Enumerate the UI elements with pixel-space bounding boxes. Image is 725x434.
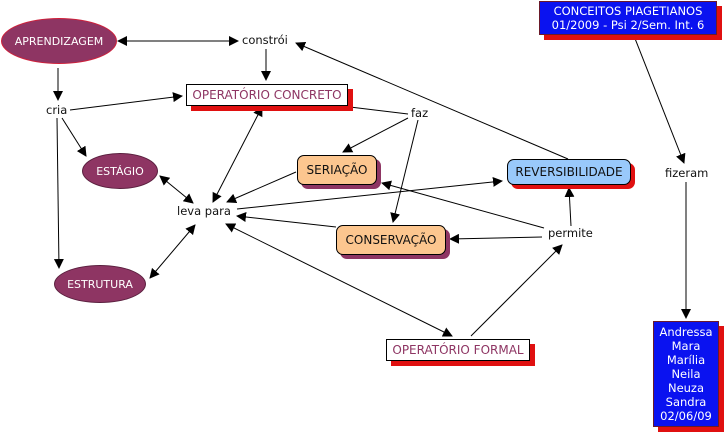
- author-name: Mara: [671, 339, 701, 353]
- edge-permite-conservacao: [449, 233, 543, 244]
- concept-operatorio-formal[interactable]: OPERATÓRIO FORMAL: [386, 339, 530, 361]
- edge-operatorio-concreto-faz: [349, 106, 409, 115]
- author-name: Sandra: [665, 395, 707, 409]
- link-faz[interactable]: faz: [410, 106, 430, 120]
- concept-conservacao[interactable]: CONSERVAÇÃO: [336, 225, 446, 255]
- authors-date: 02/06/09: [660, 409, 712, 423]
- concept-label: APRENDIZAGEM: [14, 34, 104, 48]
- edge-cria-estagio: [61, 117, 87, 157]
- author-name: Neila: [671, 367, 701, 381]
- title-line-2: 01/2009 - Psi 2/Sem. Int. 6: [551, 18, 705, 32]
- concept-label: OPERATÓRIO CONCRETO: [192, 88, 342, 102]
- concept-label: ESTRUTURA: [67, 277, 133, 291]
- concept-label: SERIAÇÃO: [306, 163, 368, 177]
- title-line-1: CONCEITOS PIAGETIANOS: [553, 4, 703, 18]
- edge-reversibilidade-constroi: [295, 41, 569, 160]
- link-leva-para[interactable]: leva para: [176, 204, 232, 218]
- edge-faz-conservacao: [390, 119, 419, 223]
- edge-conservacao-leva-para: [236, 212, 337, 228]
- author-name: Neuza: [667, 381, 705, 395]
- link-fizeram[interactable]: fizeram: [664, 166, 710, 180]
- link-constroi[interactable]: constrói: [241, 33, 289, 47]
- concept-operatorio-concreto[interactable]: OPERATÓRIO CONCRETO: [186, 84, 348, 106]
- concept-label: OPERATÓRIO FORMAL: [392, 343, 524, 357]
- edge-estagio-leva-para: [159, 175, 194, 204]
- link-cria[interactable]: cria: [45, 103, 69, 117]
- author-name: Marília: [666, 353, 706, 367]
- edge-title-fizeram: [633, 35, 686, 164]
- edge-cria-estrutura: [53, 117, 64, 269]
- title-box[interactable]: CONCEITOS PIAGETIANOS 01/2009 - Psi 2/Se…: [539, 1, 717, 35]
- edge-leva-para-reversibilidade: [236, 176, 503, 210]
- edge-permite-reversibilidade: [564, 187, 575, 227]
- link-permite[interactable]: permite: [547, 226, 594, 240]
- concept-label: REVERSIBILIDADE: [515, 165, 623, 179]
- edge-estrutura-leva-para: [149, 224, 196, 279]
- concept-label: ESTÁGIO: [96, 164, 144, 178]
- concept-label: CONSERVAÇÃO: [345, 233, 437, 247]
- concept-estagio[interactable]: ESTÁGIO: [82, 153, 158, 189]
- author-name: Andressa: [659, 325, 713, 339]
- concept-aprendizagem[interactable]: APRENDIZAGEM: [1, 18, 117, 64]
- edge-leva-para-operatorio-concreto: [212, 106, 263, 203]
- concept-estrutura[interactable]: ESTRUTURA: [54, 265, 146, 303]
- edge-operatorio-formal-permite: [470, 244, 563, 337]
- edge-cria-operatorio-concreto: [69, 92, 183, 111]
- concept-seriacao[interactable]: SERIAÇÃO: [297, 155, 377, 185]
- edge-seriacao-leva-para: [226, 171, 297, 203]
- edge-operatorio-formal-leva-para: [225, 223, 453, 337]
- concept-reversibilidade[interactable]: REVERSIBILIDADE: [507, 159, 631, 185]
- edge-faz-seriacao: [342, 117, 409, 153]
- edge-permite-seriacao: [381, 180, 545, 229]
- authors-box[interactable]: Andressa Mara Marília Neila Neuza Sandra…: [653, 321, 719, 427]
